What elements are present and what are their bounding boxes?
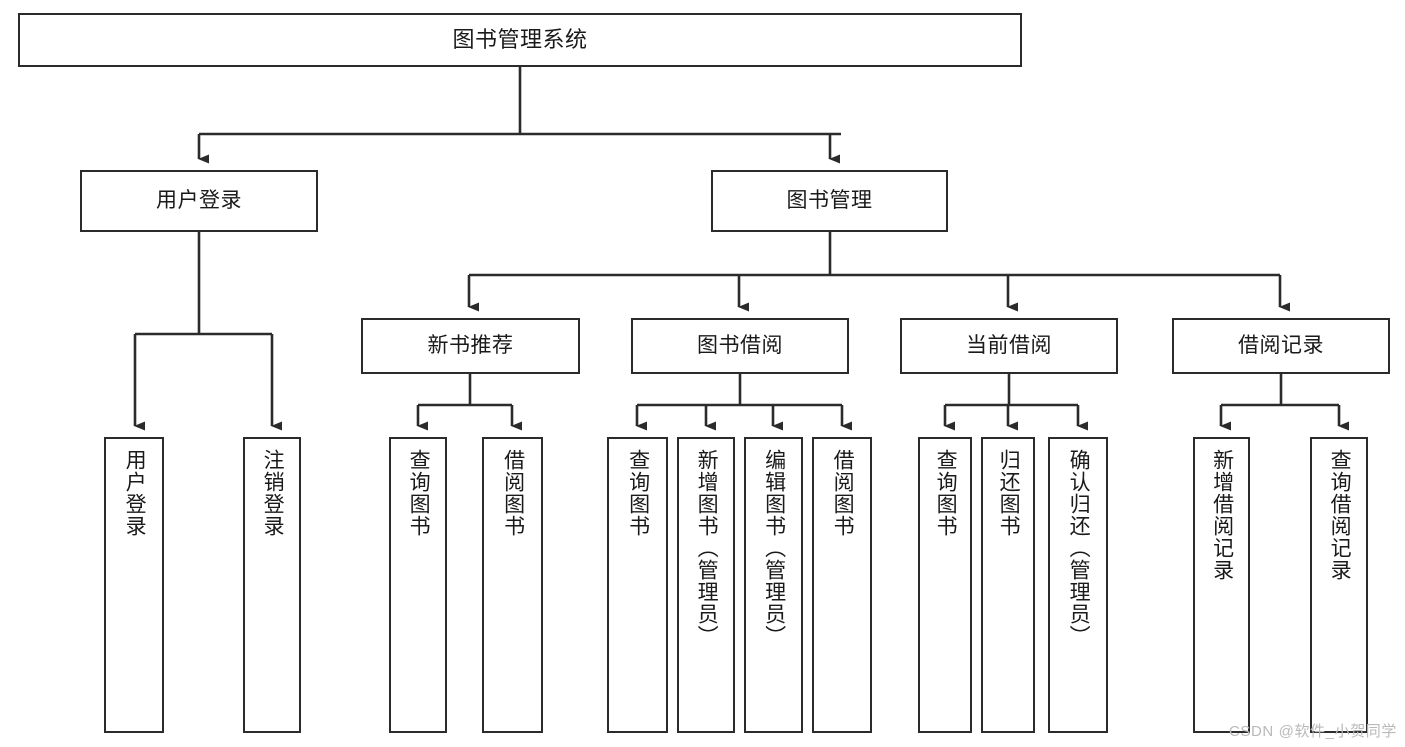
leaf-edit-book-admin-label: 编辑图书（管理员） (762, 449, 786, 647)
leaf-edit-book-admin[interactable]: 编辑图书（管理员） (744, 437, 803, 733)
node-new-book-recommend[interactable]: 新书推荐 (361, 318, 580, 374)
node-book-borrow[interactable]: 图书借阅 (631, 318, 849, 374)
leaf-query-book-current[interactable]: 查询图书 (918, 437, 972, 733)
leaf-borrow-book-recommend-label: 借阅图书 (501, 449, 525, 537)
leaf-user-login[interactable]: 用户登录 (104, 437, 164, 733)
leaf-add-borrow-record[interactable]: 新增借阅记录 (1193, 437, 1250, 733)
leaf-query-book-recommend[interactable]: 查询图书 (389, 437, 447, 733)
leaf-borrow-book[interactable]: 借阅图书 (812, 437, 872, 733)
watermark: CSDN @软件_小贺同学 (1228, 723, 1397, 740)
node-user-login-label: 用户登录 (156, 189, 242, 213)
leaf-add-book-admin[interactable]: 新增图书（管理员） (677, 437, 735, 733)
leaf-query-book-borrow[interactable]: 查询图书 (607, 437, 668, 733)
leaf-query-book-current-label: 查询图书 (934, 449, 958, 537)
node-new-book-recommend-label: 新书推荐 (427, 334, 514, 358)
node-book-management[interactable]: 图书管理 (711, 170, 948, 232)
leaf-borrow-book-label: 借阅图书 (831, 449, 855, 537)
node-user-login[interactable]: 用户登录 (80, 170, 318, 232)
leaf-user-login-label: 用户登录 (123, 449, 147, 537)
leaf-return-book-label: 归还图书 (997, 449, 1021, 537)
leaf-return-book[interactable]: 归还图书 (981, 437, 1035, 733)
node-book-management-label: 图书管理 (786, 189, 873, 213)
node-current-borrow-label: 当前借阅 (966, 334, 1052, 358)
leaf-confirm-return-admin-label: 确认归还（管理员） (1067, 449, 1091, 647)
leaf-logout[interactable]: 注销登录 (243, 437, 301, 733)
leaf-query-book-borrow-label: 查询图书 (626, 449, 650, 537)
leaf-add-book-admin-label: 新增图书（管理员） (695, 449, 719, 647)
leaf-logout-label: 注销登录 (261, 449, 285, 537)
leaf-query-borrow-record-label: 查询借阅记录 (1328, 449, 1352, 581)
node-book-borrow-label: 图书借阅 (697, 334, 783, 358)
node-borrow-record-label: 借阅记录 (1238, 334, 1324, 358)
leaf-confirm-return-admin[interactable]: 确认归还（管理员） (1048, 437, 1108, 733)
leaf-add-borrow-record-label: 新增借阅记录 (1210, 449, 1234, 581)
node-borrow-record[interactable]: 借阅记录 (1172, 318, 1390, 374)
leaf-borrow-book-recommend[interactable]: 借阅图书 (482, 437, 543, 733)
leaf-query-borrow-record[interactable]: 查询借阅记录 (1310, 437, 1368, 733)
node-root-label: 图书管理系统 (452, 26, 588, 52)
node-current-borrow[interactable]: 当前借阅 (900, 318, 1118, 374)
node-root[interactable]: 图书管理系统 (18, 13, 1022, 67)
leaf-query-book-recommend-label: 查询图书 (407, 449, 431, 537)
